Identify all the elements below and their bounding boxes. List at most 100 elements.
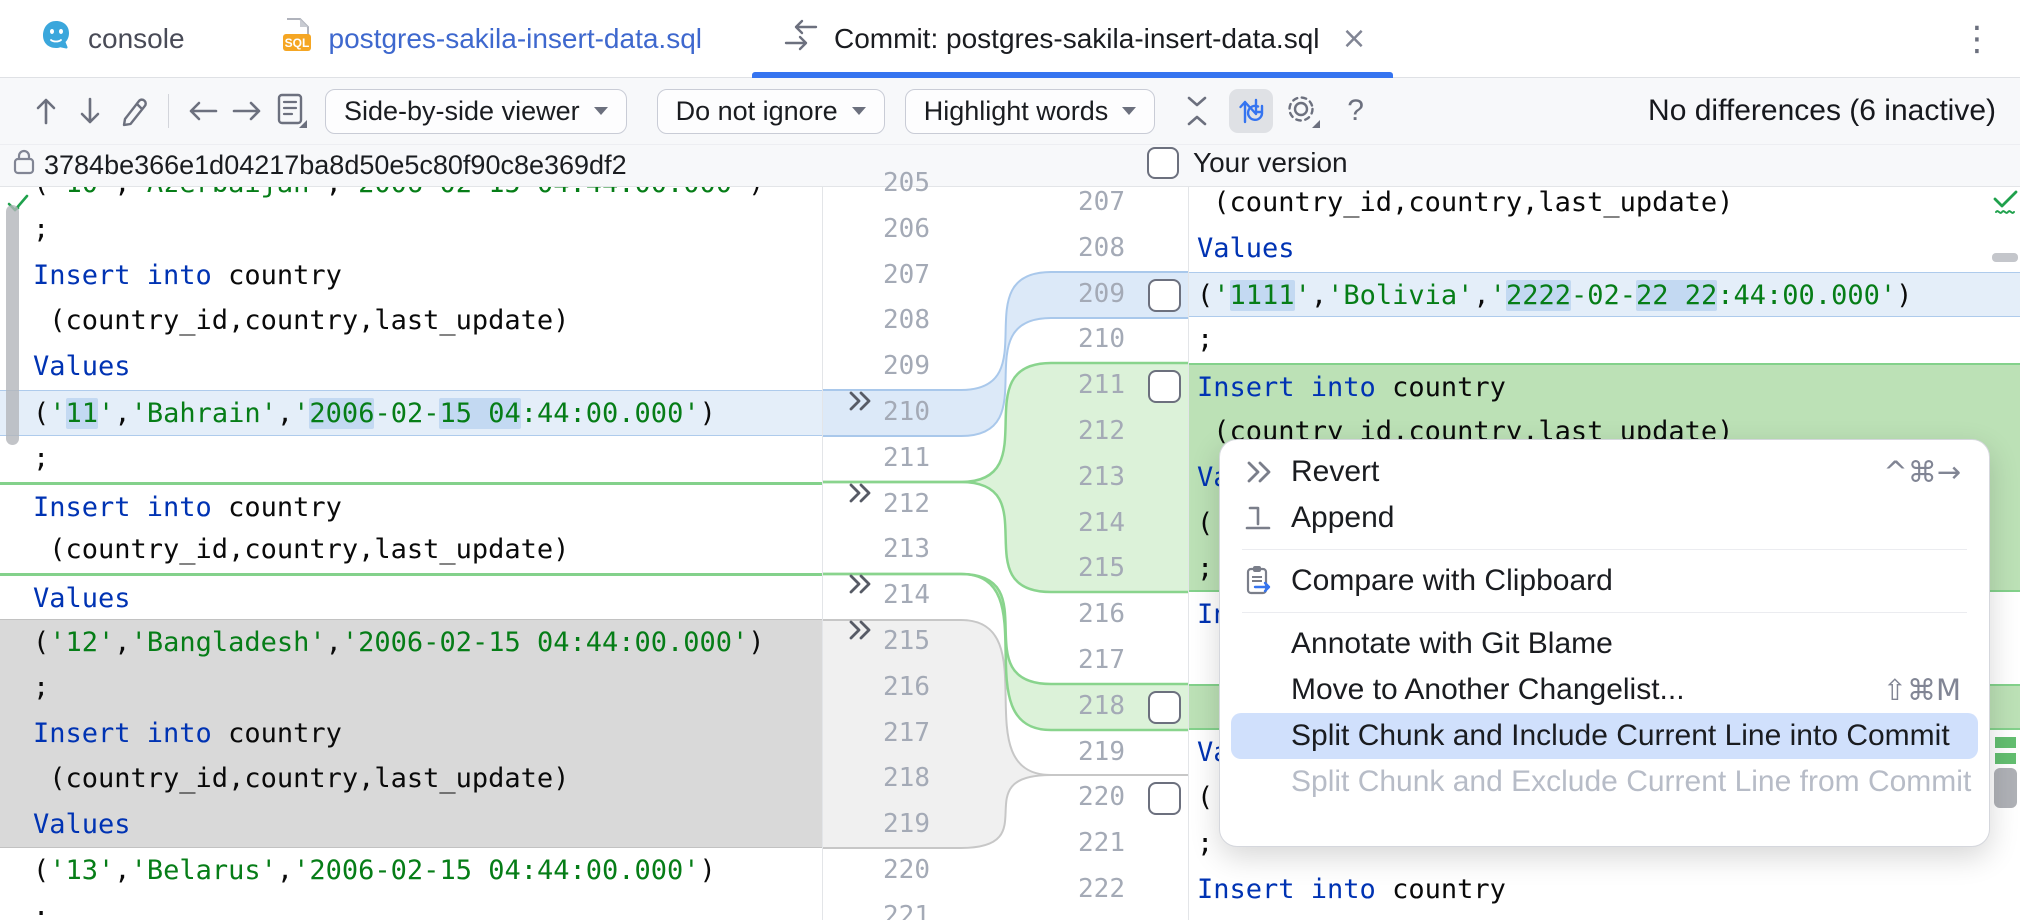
code-line-220[interactable]: ('13','Belarus','2006-02-15 04:44:00.000… — [0, 848, 822, 894]
include-chunk-checkbox[interactable] — [1148, 370, 1181, 404]
edit-icon[interactable] — [112, 89, 156, 133]
code-line-207[interactable]: (country_id,country,last_update) — [1189, 187, 2020, 226]
code-line-209[interactable]: Values — [0, 344, 822, 390]
code-line-221[interactable]: ; — [1189, 821, 2020, 867]
tab-commit-active[interactable]: Commit: postgres-sakila-insert-data.sql … — [752, 0, 1393, 78]
revision-hash-text: 3784be366e1d04217ba8d50e5c80f90c8e369df2 — [44, 150, 627, 180]
menu-item-label: Split Chunk and Exclude Current Line fro… — [1291, 765, 1972, 798]
diff-status-text: No differences (6 inactive) — [1648, 94, 1996, 127]
code-text: ('13','Belarus','2006-02-15 04:44:00.000… — [33, 855, 716, 886]
code-text: ('11','Bahrain','2006-02-15 04:44:00.000… — [33, 398, 716, 429]
menu-item-revert[interactable]: Revert^⌘→ — [1220, 449, 1989, 495]
code-line-219[interactable]: Values — [0, 802, 822, 848]
code-line-211[interactable]: Insert into country — [1189, 363, 2020, 409]
fold-chevrons-icon[interactable] — [847, 619, 875, 665]
left-scrollbar-thumb[interactable] — [6, 205, 19, 445]
prev-difference-button[interactable] — [24, 89, 68, 133]
code-line-218[interactable]: (country_id,country,last_update) — [0, 756, 822, 803]
code-line-208[interactable]: Values — [1189, 226, 2020, 272]
help-icon[interactable]: ? — [1347, 94, 1364, 127]
right-line-number: 218 — [1078, 690, 1125, 721]
forward-icon[interactable] — [225, 89, 269, 133]
menu-item-compare-with-clipboard[interactable]: Compare with Clipboard — [1220, 558, 1989, 604]
code-text: ('1111','Bolivia','2222-02-22 22:44:00.0… — [1197, 279, 1913, 311]
menu-item-label: Append — [1291, 501, 1395, 534]
changed-files-list-icon[interactable] — [269, 89, 313, 133]
menu-item-move-to-another-changelist[interactable]: Move to Another Changelist...⇧⌘M — [1220, 667, 1989, 713]
right-scrollbar-piece[interactable] — [1992, 253, 2018, 262]
menu-item-append[interactable]: Append — [1220, 495, 1989, 541]
code-line-209[interactable]: ('1111','Bolivia','2222-02-22 22:44:00.0… — [1189, 271, 2020, 318]
code-line-212[interactable]: Insert into country — [0, 481, 822, 528]
left-line-number: 209 — [883, 351, 930, 382]
back-icon[interactable] — [181, 89, 225, 133]
code-line-217[interactable]: Insert into country — [0, 710, 822, 757]
your-version-title: Your version — [1147, 147, 1348, 179]
ignore-policy-select[interactable]: Do not ignore — [656, 88, 885, 134]
diff-connector-graphics — [823, 271, 1188, 849]
include-chunk-checkbox[interactable] — [1148, 278, 1181, 312]
code-line-211[interactable]: ; — [0, 436, 822, 482]
code-text: (country_id,country,last_update) — [33, 763, 570, 795]
right-line-number: 214 — [1078, 507, 1125, 538]
fold-chevrons-icon[interactable] — [847, 390, 875, 436]
synchronize-scrolling-icon[interactable] — [1229, 89, 1274, 133]
diff-icon — [782, 18, 820, 59]
code-line-210[interactable]: ; — [1189, 317, 2020, 363]
highlight-mode-select[interactable]: Highlight words — [904, 88, 1156, 134]
fold-chevrons-icon[interactable] — [847, 573, 875, 619]
left-line-number: 210 — [883, 397, 930, 427]
include-chunk-checkbox[interactable] — [1148, 782, 1181, 816]
next-difference-button[interactable] — [68, 89, 112, 133]
code-line-205[interactable]: ('10','Azerbaijan','2006-02-15 04:44:00.… — [0, 187, 822, 207]
toolbar-divider — [168, 94, 169, 128]
include-all-checkbox[interactable] — [1147, 147, 1179, 179]
code-text: (country_id,country,last_update) — [1189, 913, 2020, 920]
diff-editor-area: ('10','Azerbaijan','2006-02-15 04:44:00.… — [0, 168, 2020, 920]
more-options-icon[interactable]: ⋮ — [1960, 18, 1994, 59]
close-icon[interactable]: × — [1341, 20, 1367, 56]
code-text: Values — [33, 351, 131, 383]
svg-text:SQL: SQL — [284, 36, 309, 50]
code-text: ; — [33, 442, 50, 474]
right-line-number: 222 — [1078, 874, 1125, 904]
chevron-down-icon — [1122, 107, 1137, 115]
code-line-216[interactable]: ; — [0, 664, 822, 711]
right-scrollbar-thumb[interactable] — [1994, 768, 2017, 808]
analysis-ok-icon[interactable] — [1991, 187, 2019, 224]
code-line-206[interactable]: ; — [0, 207, 822, 253]
settings-gear-icon[interactable] — [1281, 89, 1325, 133]
menu-item-label: Move to Another Changelist... — [1291, 673, 1685, 706]
code-text: (country_id,country,last_update) — [33, 305, 570, 337]
viewer-mode-select[interactable]: Side-by-side viewer — [325, 88, 627, 134]
tab-file-label: postgres-sakila-insert-data.sql — [328, 22, 703, 54]
menu-item-label: Annotate with Git Blame — [1291, 627, 1613, 660]
code-text: Insert into country — [1197, 372, 1506, 404]
include-chunk-checkbox[interactable] — [1148, 690, 1181, 724]
fold-chevrons-icon[interactable] — [847, 482, 875, 528]
code-line-213[interactable]: (country_id,country,last_update) — [0, 527, 822, 573]
left-line-number: 215 — [883, 626, 930, 656]
menu-item-shortcut: ^⌘→ — [1883, 455, 1961, 489]
tab-file[interactable]: SQL postgres-sakila-insert-data.sql — [269, 0, 713, 77]
sql-file-icon: SQL — [279, 16, 315, 61]
code-line-208[interactable]: (country_id,country,last_update) — [0, 298, 822, 344]
code-line-215[interactable]: ('12','Bangladesh','2006-02-15 04:44:00.… — [0, 619, 822, 665]
chevron-down-icon — [593, 107, 608, 115]
menu-item-split-chunk-and-include-current-line-into-commit[interactable]: Split Chunk and Include Current Line int… — [1231, 713, 1978, 759]
code-text: ; — [1197, 553, 1214, 585]
code-line-210[interactable]: ('11','Bahrain','2006-02-15 04:44:00.000… — [0, 390, 822, 436]
base-revision-pane[interactable]: ('10','Azerbaijan','2006-02-15 04:44:00.… — [0, 187, 823, 920]
code-line-214[interactable]: Values — [0, 573, 822, 619]
code-line-223[interactable]: (country_id,country,last_update) — [1189, 913, 2020, 920]
code-line-207[interactable]: Insert into country — [0, 253, 822, 299]
code-line-221[interactable]: ; — [0, 894, 822, 920]
lock-icon — [12, 148, 36, 183]
tab-console[interactable]: console — [28, 0, 195, 77]
code-text: ; — [1197, 324, 1214, 356]
collapse-unchanged-icon[interactable] — [1175, 89, 1219, 133]
code-line-220[interactable]: ( — [1189, 775, 2020, 821]
code-line-222[interactable]: Insert into country — [1189, 867, 2020, 913]
menu-item-annotate-with-git-blame[interactable]: Annotate with Git Blame — [1220, 621, 1989, 667]
